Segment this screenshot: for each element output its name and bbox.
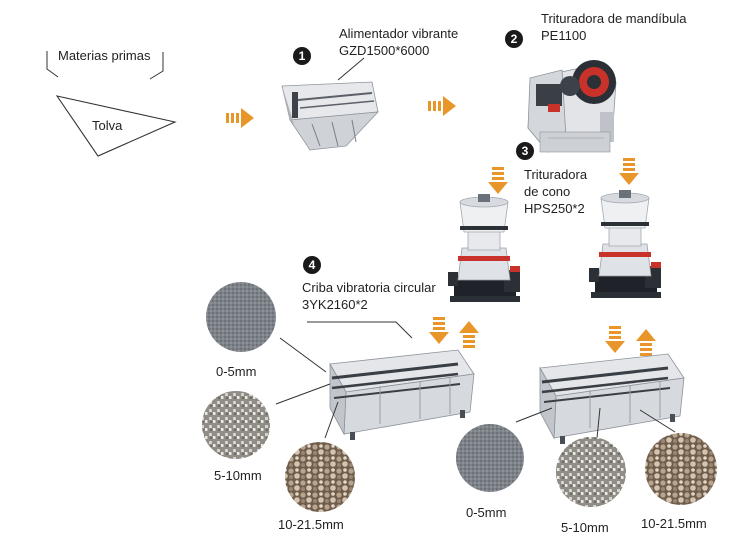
raw-materials-label: Materias primas <box>58 48 151 63</box>
screen-model-label: 3YK2160*2 <box>302 297 368 312</box>
return-arrows-left <box>429 317 479 348</box>
product-right-fines-label: 0-5mm <box>466 505 507 520</box>
vibrating-screen-left-machine <box>328 348 476 442</box>
screen-name-label: Criba vibratoria circular <box>302 280 436 295</box>
vibrating-screen-right-machine <box>538 352 686 446</box>
jaw-crusher-machine <box>527 60 617 153</box>
cone-crusher-right-machine <box>588 189 662 299</box>
cone-crusher-name-line1: Trituradora <box>524 167 588 182</box>
medium-sample-right <box>556 437 626 507</box>
product-left-coarse-label: 10-21.5mm <box>278 517 344 532</box>
product-right-coarse-label: 10-21.5mm <box>641 516 707 531</box>
raw-materials-bracket <box>46 51 164 80</box>
arrow-down-icon <box>619 158 639 185</box>
feeder-model-label: GZD1500*6000 <box>339 43 430 58</box>
screen-leader-line <box>307 321 413 339</box>
step-1-badge: 1 <box>293 47 311 65</box>
product-connectors-right <box>515 407 676 439</box>
fines-sample-left <box>206 282 276 352</box>
arrow-right-icon <box>226 108 254 128</box>
coarse-sample-right <box>645 433 717 505</box>
step-3-badge: 3 <box>516 142 534 160</box>
feeder-leader-line <box>337 57 365 81</box>
coarse-sample-left <box>285 442 355 512</box>
jaw-crusher-model-label: PE1100 <box>541 28 587 43</box>
arrow-down-icon <box>488 167 508 194</box>
step-2-badge: 2 <box>505 30 523 48</box>
cone-crusher-model-label: HPS250*2 <box>524 201 585 216</box>
feeder-name-label: Alimentador vibrante <box>339 26 459 41</box>
hopper-label: Tolva <box>92 118 123 133</box>
vibrating-feeder-machine <box>281 81 380 151</box>
product-connectors-left <box>275 337 339 439</box>
cone-crusher-left-machine <box>447 193 521 303</box>
product-left-medium-label: 5-10mm <box>214 468 262 483</box>
medium-sample-left <box>202 391 270 459</box>
return-arrows-right <box>605 326 656 356</box>
cone-crusher-name-line2: de cono <box>524 184 571 199</box>
product-left-fines-label: 0-5mm <box>216 364 257 379</box>
step-4-badge: 4 <box>303 256 321 274</box>
jaw-crusher-name-label: Trituradora de mandíbula <box>541 11 687 26</box>
fines-sample-right <box>456 424 524 492</box>
arrow-right-icon <box>428 96 456 116</box>
product-right-medium-label: 5-10mm <box>561 520 609 535</box>
hopper-shape <box>55 95 177 157</box>
